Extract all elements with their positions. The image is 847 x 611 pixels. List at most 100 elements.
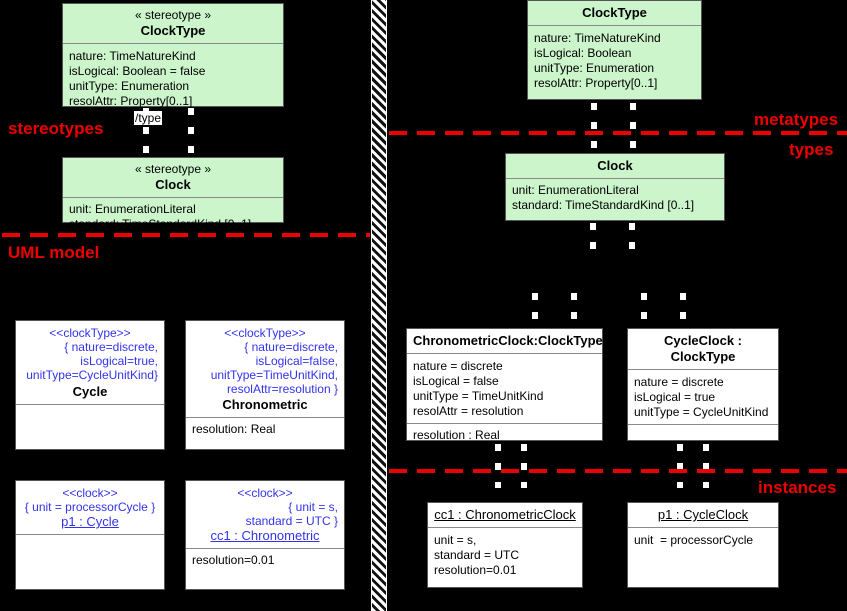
class-name: Cycle xyxy=(72,384,108,399)
class-header: <<clockType>> { nature=discrete, isLogic… xyxy=(16,321,164,404)
connector-metatype-to-type-2 xyxy=(630,103,636,153)
instance-name: p1 : CycleClock xyxy=(657,507,749,522)
attribute-row: resolution : Real xyxy=(413,428,500,442)
slots-compartment: resolution=0.01 xyxy=(186,548,344,586)
tagged-value-row: unitType=TimeUnitKind, xyxy=(210,368,338,382)
slot-row: unitType = CycleUnitKind xyxy=(634,405,769,419)
attributes-compartment: resolution: Real xyxy=(186,417,344,449)
attribute-row: resolAttr: Property[0..1] xyxy=(69,94,193,108)
class-box-metatype-clocktype[interactable]: ClockType nature: TimeNatureKind isLogic… xyxy=(527,0,702,100)
attributes-compartment xyxy=(628,424,778,450)
attribute-row: unitType: Enumeration xyxy=(69,79,190,93)
connector-chronometricclock-to-cc1-2 xyxy=(521,444,527,488)
class-box-type-clock[interactable]: Clock unit: EnumerationLiteral standard:… xyxy=(505,153,725,221)
tagged-value-row: standard = UTC } xyxy=(245,514,338,528)
tagged-value-row: unitType=CycleUnitKind} xyxy=(26,368,158,382)
slots-compartment: unit = s, standard = UTC resolution=0.01 xyxy=(428,527,582,582)
type-role-label: /type xyxy=(134,111,163,125)
attribute-row: resolAttr: Property[0..1] xyxy=(534,76,658,90)
slot-row: standard = UTC xyxy=(434,548,520,562)
slot-row: resolution=0.01 xyxy=(434,563,517,577)
instance-box-p1-cycleclock[interactable]: p1 : CycleClock unit = processorCycle xyxy=(627,502,779,588)
class-name: CycleClock : ClockType xyxy=(663,333,743,364)
class-box-chronometricclock[interactable]: ChronometricClock:ClockType nature = dis… xyxy=(406,328,603,442)
connector-chronometricclock-to-cc1-1 xyxy=(495,444,501,488)
attributes-compartment: resolution : Real xyxy=(407,423,602,447)
connector-to-cycleclock-1 xyxy=(641,293,647,323)
slot-row: nature = discrete xyxy=(634,375,724,389)
slot-row: resolution=0.01 xyxy=(192,553,275,567)
class-name: Chronometric xyxy=(222,397,308,412)
attribute-row: standard: TimeStandardKind [0..1] xyxy=(512,198,695,212)
instance-box-p1-cycle[interactable]: <<clock>> { unit = processorCycle } p1 :… xyxy=(15,480,165,590)
tagged-value-row: { unit = s, xyxy=(288,500,338,514)
attribute-row: nature: TimeNatureKind xyxy=(69,49,196,63)
slots-compartment: unit = processorCycle xyxy=(628,527,778,552)
stereotype-keyword: « stereotype » xyxy=(134,8,212,22)
attributes-compartment: nature: TimeNatureKind isLogical: Boolea… xyxy=(528,25,701,95)
connector-clock-to-subtype-1 xyxy=(590,223,596,251)
slot-row: nature = discrete xyxy=(413,359,503,373)
attribute-row: unit: EnumerationLiteral xyxy=(512,183,639,197)
layer-label-instances: instances xyxy=(758,478,837,497)
slots-compartment: nature = discrete isLogical = true unitT… xyxy=(628,369,778,424)
tagged-value-row: resolAttr=resolution } xyxy=(226,382,338,396)
hatched-divider-bar xyxy=(371,0,387,611)
class-box-stereotype-clocktype[interactable]: « stereotype » ClockType nature: TimeNat… xyxy=(62,3,284,108)
slots-compartment xyxy=(16,534,164,576)
instance-header: <<clock>> { unit = processorCycle } p1 :… xyxy=(16,481,164,534)
tagged-value-row: { nature=discrete, xyxy=(244,340,338,354)
attributes-compartment xyxy=(16,404,164,438)
attributes-compartment: unit: EnumerationLiteral standard: TimeS… xyxy=(506,178,724,217)
class-header: ClockType xyxy=(528,1,701,25)
applied-stereotype: <<clock>> xyxy=(237,486,293,500)
attribute-row: unitType: Enumeration xyxy=(534,61,655,75)
instance-header: p1 : CycleClock xyxy=(628,503,778,527)
attribute-row: isLogical: Boolean = false xyxy=(69,64,206,78)
separator-metatypes-types xyxy=(389,131,847,135)
class-name: ChronometricClock:ClockType xyxy=(413,333,603,348)
layer-label-types: types xyxy=(789,140,834,159)
instance-header: <<clock>> { unit = s, standard = UTC } c… xyxy=(186,481,344,548)
layer-label-stereotypes: stereotypes xyxy=(8,119,104,138)
applied-stereotype: <<clock>> xyxy=(62,486,118,500)
tagged-value-row: { unit = processorCycle } xyxy=(24,500,156,514)
class-box-chronometric[interactable]: <<clockType>> { nature=discrete, isLogic… xyxy=(185,320,345,450)
tagged-value-row: { nature=discrete, xyxy=(64,340,158,354)
separator-uml-model xyxy=(2,233,370,237)
connector-clocktype-to-clock-left-2 xyxy=(188,108,194,156)
class-box-cycle[interactable]: <<clockType>> { nature=discrete, isLogic… xyxy=(15,320,165,450)
class-header: <<clockType>> { nature=discrete, isLogic… xyxy=(186,321,344,417)
instance-box-cc1-chronometric[interactable]: <<clock>> { unit = s, standard = UTC } c… xyxy=(185,480,345,590)
connector-metatype-to-type-1 xyxy=(591,103,597,153)
attribute-row: resolution: Real xyxy=(192,422,276,436)
attribute-row: isLogical: Boolean xyxy=(534,46,632,60)
class-box-cycleclock[interactable]: CycleClock : ClockType nature = discrete… xyxy=(627,328,779,441)
slot-row: unitType = TimeUnitKind xyxy=(413,389,544,403)
applied-stereotype: <<clockType>> xyxy=(224,326,306,340)
class-header: ChronometricClock:ClockType xyxy=(407,329,603,353)
instance-header: cc1 : ChronometricClock xyxy=(428,503,582,527)
instance-name: cc1 : Chronometric xyxy=(210,528,320,543)
attributes-compartment: unit: EnumerationLiteral standard: TimeS… xyxy=(63,197,283,236)
slots-compartment: nature = discrete isLogical = false unit… xyxy=(407,353,602,423)
tagged-value-row: isLogical=false, xyxy=(255,354,338,368)
layer-label-uml-model: UML model xyxy=(8,243,100,262)
connector-to-chronometricclock-1 xyxy=(532,293,538,323)
instance-name: cc1 : ChronometricClock xyxy=(434,507,576,522)
tagged-value-row: isLogical=true, xyxy=(80,354,158,368)
layer-label-metatypes: metatypes xyxy=(754,110,839,129)
slot-row: isLogical = true xyxy=(634,390,716,404)
connector-clocktype-to-clock-left xyxy=(143,108,149,156)
connector-to-chronometricclock-2 xyxy=(571,293,577,323)
class-box-stereotype-clock[interactable]: « stereotype » Clock unit: EnumerationLi… xyxy=(62,157,284,231)
slot-row: resolAttr = resolution xyxy=(413,404,524,418)
attributes-compartment: nature: TimeNatureKind isLogical: Boolea… xyxy=(63,43,283,113)
instance-box-cc1-chronometricclock[interactable]: cc1 : ChronometricClock unit = s, standa… xyxy=(427,502,583,588)
stereotype-keyword: « stereotype » xyxy=(134,162,212,176)
slot-row: unit = processorCycle xyxy=(634,533,754,547)
connector-to-cycleclock-2 xyxy=(680,293,686,323)
class-header: « stereotype » ClockType xyxy=(63,4,283,43)
attribute-row: unit: EnumerationLiteral xyxy=(69,202,196,216)
applied-stereotype: <<clockType>> xyxy=(49,326,131,340)
